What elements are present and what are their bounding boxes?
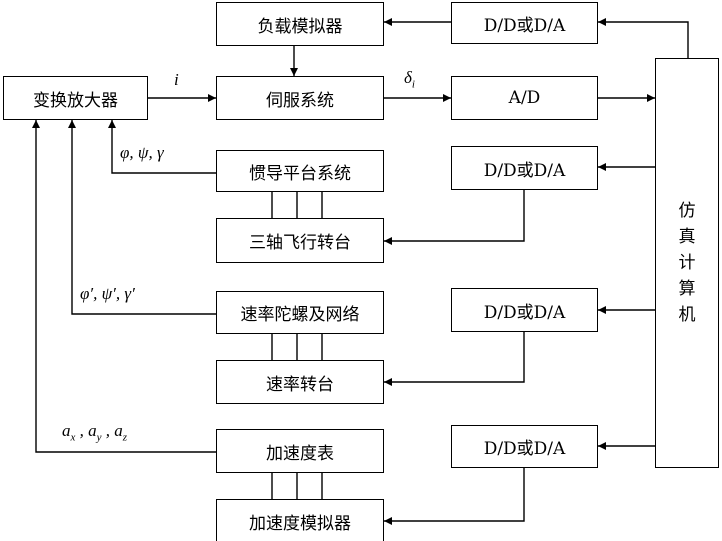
platform-to-amplifier-arrow [108, 120, 216, 174]
accelerations-label: ax , ay , az [62, 421, 128, 444]
ad-converter: A/D [451, 76, 598, 120]
dd-da-converter-2: D/D或D/A [451, 146, 598, 190]
inertial-platform-block: 惯导平台系统 [216, 150, 384, 192]
computer-char-3: 计 [678, 253, 696, 273]
amplifier-block: 变换放大器 [3, 76, 148, 120]
accel-to-amplifier-arrow [32, 120, 216, 453]
current-signal-label: i [174, 70, 179, 89]
dd3-to-rate-turntable-arrow [384, 332, 525, 386]
accelerometer-block: 加速度表 [216, 429, 384, 473]
platform-turntable-coupling [271, 192, 323, 218]
dd-da-converter-4: D/D或D/A [451, 425, 598, 468]
gyro-to-amplifier-arrow [68, 120, 216, 315]
dd-da-converter-3: D/D或D/A [451, 288, 598, 332]
dd2-to-turntable-arrow [384, 190, 525, 245]
computer-char-4: 算 [678, 279, 696, 299]
simulation-computer-block: 仿 真 计 算 机 [655, 58, 719, 468]
rate-gyro-network-block: 速率陀螺及网络 [216, 291, 384, 334]
computer-char-2: 真 [678, 227, 696, 247]
gyro-turntable-coupling [271, 334, 323, 360]
rate-turntable-block: 速率转台 [216, 360, 384, 404]
dd-da-converter-1: D/D或D/A [451, 2, 598, 44]
flight-turntable-block: 三轴飞行转台 [216, 218, 384, 263]
servo-output-label: δi [404, 68, 415, 91]
accel-simulator-block: 加速度模拟器 [216, 499, 384, 541]
computer-char-5: 机 [678, 305, 696, 325]
attitude-angles-label: φ, ψ, γ [120, 143, 164, 162]
dd4-to-accel-sim-arrow [384, 468, 525, 525]
load-simulator-block: 负载模拟器 [216, 2, 384, 46]
angular-rates-label: φ′, ψ′, γ′ [80, 284, 135, 303]
computer-to-dd1-arrow [598, 18, 689, 58]
accel-simulator-coupling [271, 473, 323, 499]
servo-system-block: 伺服系统 [216, 76, 384, 120]
computer-char-1: 仿 [678, 201, 696, 221]
